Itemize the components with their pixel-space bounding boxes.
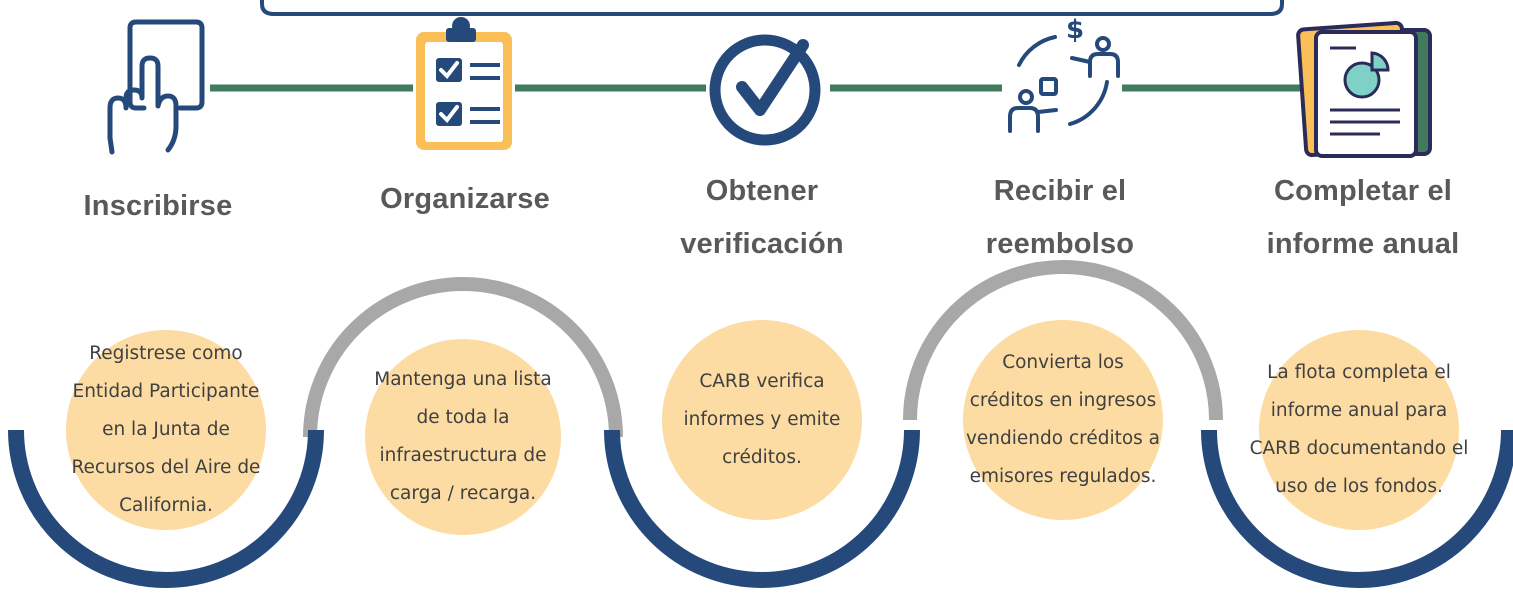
step-3-title: Obtener verificación: [662, 165, 862, 271]
top-banner: [260, 0, 1284, 16]
step-1-desc-line-3: en la Junta de: [102, 419, 230, 440]
circle-step-4: [963, 320, 1163, 520]
step-3-title-line-1: Obtener: [705, 175, 819, 207]
description-circles: [66, 320, 1459, 535]
arc-step-5: [1201, 429, 1513, 588]
arc-step-2: [303, 277, 623, 438]
step-1-title: Inscribirse: [58, 180, 258, 233]
step-4-title-line-1: Recibir el: [993, 175, 1127, 207]
step-5-title-line-2: informe anual: [1266, 228, 1460, 260]
step-2-title-line-1: Organizarse: [380, 183, 550, 215]
arc-step-3: [604, 429, 920, 588]
step-2-description: Mantenga una lista de toda la infraestru…: [363, 337, 563, 537]
step-2-desc-line-1: Mantenga una lista: [374, 369, 552, 390]
step-1-desc-line-4: Recursos del Aire de: [71, 457, 261, 478]
svg-text:$: $: [1066, 15, 1084, 45]
step-2-desc-line-2: de toda la: [416, 407, 510, 428]
circle-step-3: [662, 320, 862, 520]
step-3-title-line-2: verificación: [680, 228, 844, 260]
step-4-desc-line-4: emisores regulados.: [969, 466, 1157, 487]
step-5-title: Completar el informe anual: [1263, 165, 1463, 271]
step-5-title-line-1: Completar el: [1273, 175, 1453, 207]
money-exchange-icon: $: [1008, 15, 1120, 133]
step-1-description: Registrese como Entidad Participante en …: [66, 330, 266, 530]
step-2-desc-line-3: infraestructura de: [379, 445, 547, 466]
step-5-desc-line-3: CARB documentando el: [1249, 438, 1469, 459]
circle-step-1: [66, 330, 266, 530]
step-4-title-line-2: reembolso: [985, 228, 1135, 260]
touch-phone-icon: [107, 19, 205, 155]
step-2-title: Organizarse: [365, 173, 565, 226]
step-3-desc-line-1: CARB verifica: [699, 371, 825, 392]
check-circle-icon: [709, 34, 821, 146]
step-1-title-line-1: Inscribirse: [83, 190, 233, 222]
step-4-desc-line-2: créditos en ingresos: [969, 390, 1157, 411]
circle-step-5: [1259, 330, 1459, 530]
arc-step-1: [8, 429, 324, 588]
step-1-desc-line-1: Registrese como: [89, 343, 243, 364]
report-documents-icon: [1296, 20, 1432, 158]
step-3-desc-line-3: créditos.: [722, 447, 802, 468]
circle-step-2: [365, 339, 561, 535]
step-4-description: Convierta los créditos en ingresos vendi…: [963, 320, 1163, 520]
step-2-desc-line-4: carga / recarga.: [389, 483, 537, 504]
step-1-desc-line-2: Entidad Participante: [72, 381, 260, 402]
step-5-desc-line-1: La flota completa el: [1267, 362, 1451, 383]
step-4-desc-line-1: Convierta los: [1002, 352, 1124, 373]
gray-arcs: [303, 260, 1223, 438]
checklist-clipboard-icon: [416, 17, 512, 150]
step-4-desc-line-3: vendiendo créditos a: [965, 428, 1161, 449]
navy-arcs: [8, 429, 1513, 588]
step-5-desc-line-2: informe anual para: [1270, 400, 1448, 421]
arc-step-4: [903, 260, 1223, 421]
step-3-desc-line-2: informes y emite: [683, 409, 841, 430]
step-1-desc-line-5: California.: [119, 495, 213, 516]
step-5-desc-line-4: uso de los fondos.: [1275, 476, 1443, 497]
step-4-title: Recibir el reembolso: [960, 165, 1160, 271]
step-3-description: CARB verifica informes y emite créditos.: [662, 320, 862, 520]
step-5-description: La flota completa el informe anual para …: [1250, 330, 1469, 530]
